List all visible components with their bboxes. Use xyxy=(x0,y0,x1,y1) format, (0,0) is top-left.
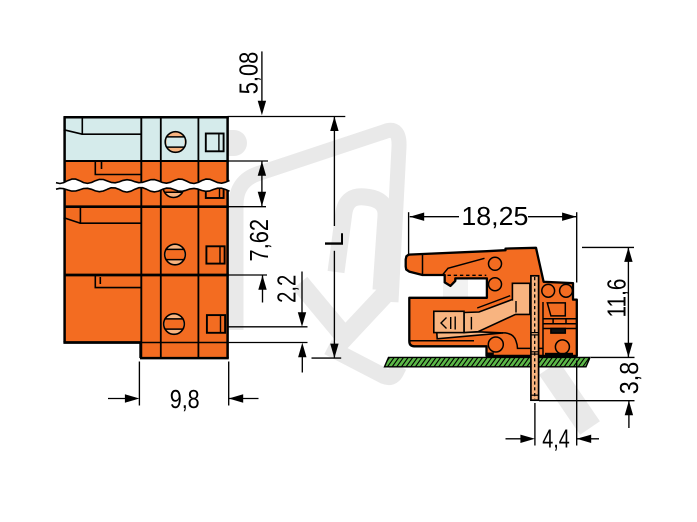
svg-text:11,6: 11,6 xyxy=(602,279,631,318)
svg-text:7,62: 7,62 xyxy=(245,219,274,261)
svg-text:L: L xyxy=(319,232,349,246)
svg-text:2,2: 2,2 xyxy=(272,275,301,303)
svg-text:5,08: 5,08 xyxy=(235,52,264,94)
svg-text:3,8: 3,8 xyxy=(616,362,644,395)
svg-text:4,4: 4,4 xyxy=(542,424,570,454)
svg-text:18,25: 18,25 xyxy=(461,201,528,231)
svg-text:9,8: 9,8 xyxy=(170,384,200,414)
